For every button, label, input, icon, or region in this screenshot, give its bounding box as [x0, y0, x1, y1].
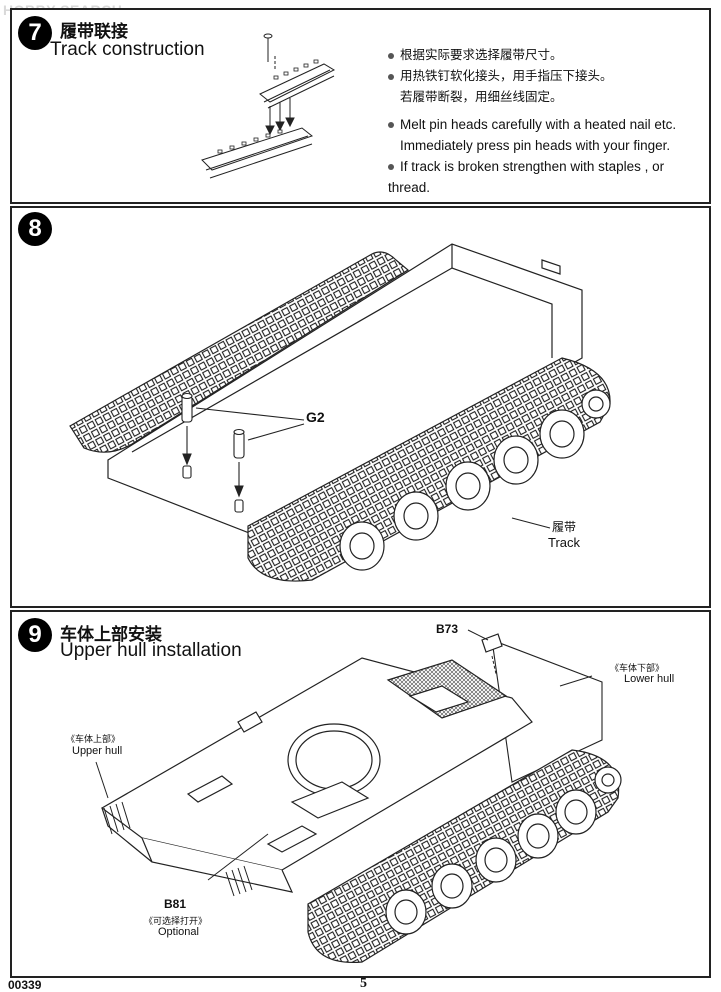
step-7-panel: 7 履带联接 Track construction 根据实际要求选择履: [10, 8, 711, 204]
step-8-panel: 8: [10, 206, 711, 608]
track-construction-diagram: [201, 33, 336, 179]
step-8-number: 8: [28, 215, 42, 242]
step-7-title-zh: 履带联接: [60, 22, 128, 42]
note-en-1: Melt pin heads carefully with a heated n…: [388, 114, 709, 135]
note-en-2: Immediately press pin heads with your fi…: [400, 138, 671, 153]
note-en-3: If track is broken strengthen with stapl…: [388, 159, 665, 195]
product-code: 00339: [8, 978, 42, 992]
step-7-number: 7: [28, 19, 42, 46]
lower-hull-label-en: Lower hull: [624, 673, 675, 685]
upper-hull-label-zh: 《车体上部》: [66, 735, 121, 745]
track-label-en: Track: [548, 535, 581, 550]
page-number: 5: [360, 976, 367, 991]
note-zh-3: 若履带断裂，用细丝线固定。: [400, 89, 563, 104]
part-g2-label: G2: [306, 409, 325, 425]
optional-label-zh: 《可选择打开》: [144, 917, 208, 927]
track-label-zh: 履带: [552, 520, 577, 534]
part-b81-label: B81: [164, 897, 187, 911]
step-8-number-badge: 8: [18, 212, 52, 246]
note-zh-1: 根据实际要求选择履带尺寸。: [388, 44, 613, 65]
lower-hull-label-zh: 《车体下部》: [610, 664, 665, 674]
step-9-title-zh: 车体上部安装: [60, 625, 162, 645]
optional-label-en: Optional: [158, 926, 199, 938]
step-9-number: 9: [28, 621, 42, 648]
upper-hull-label-en: Upper hull: [72, 745, 123, 757]
step-7-notes-zh: 根据实际要求选择履带尺寸。 用热铁钉软化接头，用手指压下接头。 若履带断裂，用细…: [388, 44, 613, 107]
part-b73-label: B73: [436, 622, 459, 636]
note-zh-2: 用热铁钉软化接头，用手指压下接头。: [388, 65, 613, 86]
step-7-number-badge: 7: [18, 16, 52, 50]
lower-hull-track-diagram: [69, 243, 611, 582]
step-9-panel: 9 车体上部安装 Upper hull installation: [10, 610, 711, 978]
step-9-number-badge: 9: [18, 618, 52, 652]
upper-hull-installation-diagram: [95, 629, 622, 964]
step-7-notes-en: Melt pin heads carefully with a heated n…: [388, 114, 709, 198]
step-9-title-en: Upper hull installation: [60, 640, 242, 661]
step-7-title-en: Track construction: [50, 39, 205, 60]
